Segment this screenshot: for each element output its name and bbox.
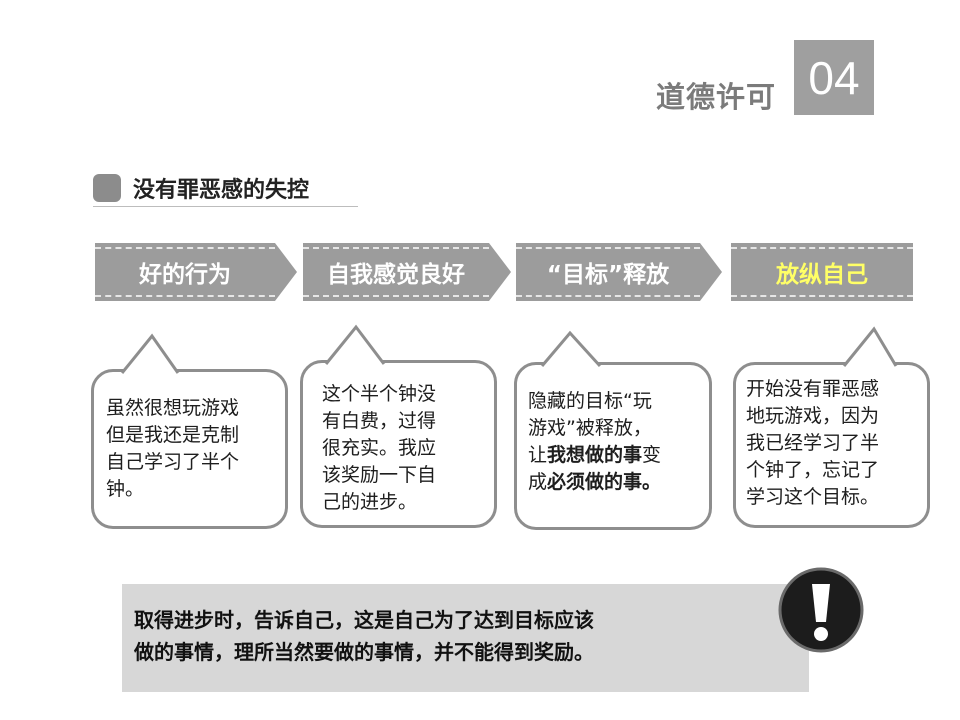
flow-step-3: “目标”释放 — [516, 243, 726, 301]
bubble-text-1: 虽然很想玩游戏 但是我还是克制 自己学习了半个 钟。 — [106, 397, 240, 500]
speech-bubble-tail-icon — [120, 333, 180, 374]
section-title: 没有罪恶感的失控 — [133, 178, 310, 203]
flow-step-label: 好的行为 — [139, 262, 231, 288]
page-title: 道德许可 — [656, 80, 777, 114]
speech-bubble-3 — [514, 362, 712, 530]
section-bullet-icon — [93, 174, 121, 202]
speech-bubble-tail-icon — [324, 324, 386, 365]
flow-step-4: 放纵自己 — [731, 243, 915, 301]
bubble-text-4: 开始没有罪恶感 地玩游戏，因为 我已经学习了半 个钟了，忘记了 学习这个目标。 — [746, 378, 880, 508]
flow-step-1: 好的行为 — [95, 243, 297, 301]
speech-bubble-1 — [91, 369, 288, 529]
flow-step-2: 自我感觉良好 — [303, 243, 513, 301]
bubble-text-2: 这个半个钟没 有白费，过得 很充实。我应 该奖励一下自 己的进步。 — [322, 383, 437, 513]
note-box — [122, 584, 809, 692]
section-divider — [93, 206, 358, 207]
speech-bubble-4 — [733, 362, 930, 528]
speech-bubble-2 — [300, 360, 497, 528]
flow-step-label: 放纵自己 — [776, 262, 868, 288]
flow-step-label: 自我感觉良好 — [327, 262, 465, 288]
note-text: 取得进步时，告诉自己，这是自己为了达到目标应该 做的事情，理所当然要做的事情，并… — [134, 608, 594, 664]
page-number-badge: 04 — [794, 40, 874, 115]
speech-bubble-tail-icon — [842, 326, 898, 367]
bubble-text-3: 隐藏的目标“玩 游戏”被释放， 让我想做的事变 成必须做的事。 — [528, 390, 662, 493]
speech-bubble-tail-icon — [540, 330, 602, 368]
exclamation-icon — [778, 567, 864, 653]
flow-step-label: “目标”释放 — [546, 262, 670, 288]
